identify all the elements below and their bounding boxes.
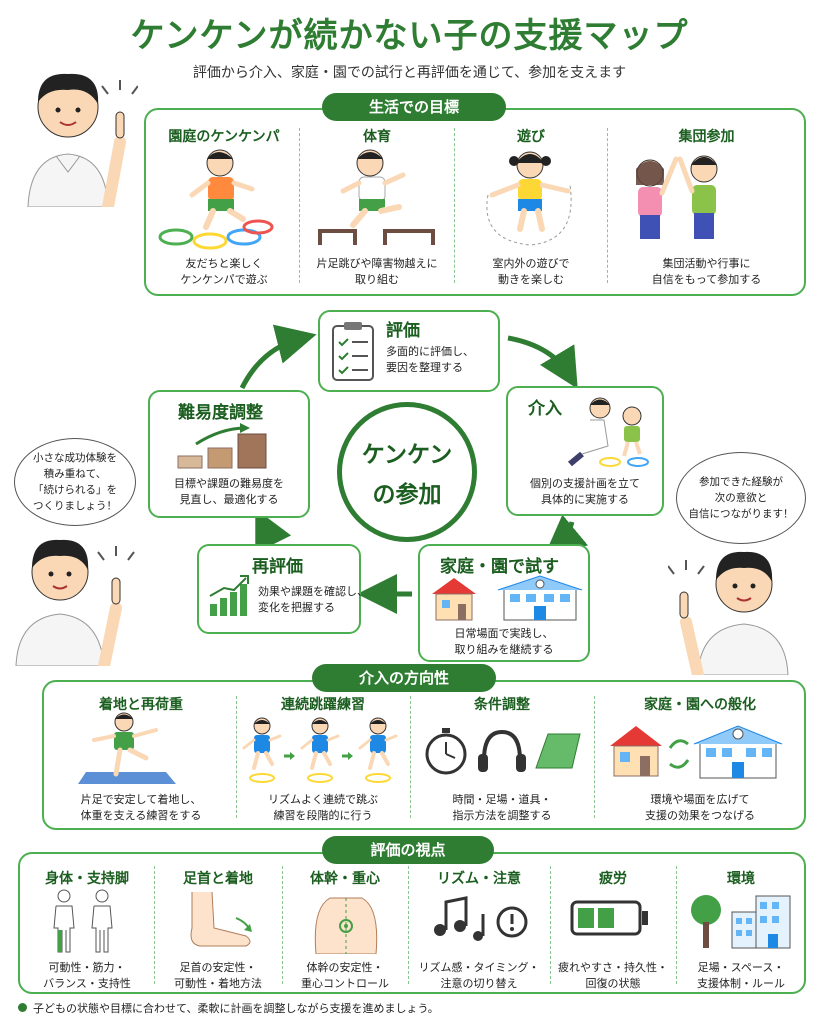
goal-desc: 友だちと楽しくケンケンパで遊ぶ (180, 257, 268, 286)
trial-title: 家庭・園で試す (440, 557, 559, 577)
divider (607, 128, 608, 283)
viewpoint-title: 身体・支持脚 (45, 871, 129, 887)
trunk-center-icon (314, 897, 378, 954)
divider (408, 866, 409, 984)
direction-title: 着地と再荷重 (99, 697, 183, 713)
play-jump-rope-icon (486, 151, 572, 246)
viewpoint-desc: 足首の安定性・可動性・着地方法 (174, 961, 262, 990)
goal-title: 集団参加 (678, 129, 735, 145)
speech-bubble-left: 小さな成功体験を積み重ねて、「続けられる」をつくりましょう！ (14, 438, 136, 526)
divider (550, 866, 551, 984)
kenkenpa-icon (158, 149, 274, 250)
rhythm-attention-icon (434, 896, 528, 941)
intervention-desc: 個別の支援計画を立て具体的に実施する (530, 477, 640, 506)
evaluation-desc: 多面的に評価し、要因を整理する (386, 345, 474, 374)
growth-chart-icon (209, 575, 249, 616)
adjustment-desc: 目標や課題の難易度を見直し、最適化する (174, 477, 284, 506)
cycle-center: ケンケン の参加 (337, 402, 477, 542)
goal-title: 遊び (517, 129, 545, 145)
goal-desc: 片足跳びや障害物越えに取り組む (316, 257, 438, 286)
evaluation-title: 評価 (386, 321, 420, 341)
viewpoints-panel (18, 852, 806, 994)
intervention-title: 介入 (528, 399, 562, 419)
divider (454, 128, 455, 283)
reevaluation-desc: 効果や課題を確認し、変化を把握する (258, 585, 368, 614)
direction-desc: 時間・足場・道具・指示方法を調整する (452, 793, 552, 822)
direction-title: 連続跳躍練習 (281, 697, 365, 713)
trial-desc: 日常場面で実践し、取り組みを継続する (454, 627, 554, 656)
directions-panel (42, 680, 806, 830)
viewpoint-desc: 体幹の安定性・重心コントロール (301, 961, 389, 990)
divider (299, 128, 300, 283)
divider (154, 866, 155, 984)
teacher-illustration-left (15, 539, 135, 666)
direction-desc: 片足で安定して着地し、体重を支える練習をする (80, 793, 202, 822)
teacher-illustration-right (668, 551, 789, 675)
viewpoint-title: リズム・注意 (437, 871, 521, 887)
goal-desc: 室内外の遊びで動きを楽しむ (492, 257, 570, 286)
direction-desc: 環境や場面を広げて支援の効果をつなげる (645, 793, 755, 822)
footer-note: 子どもの状態や目標に合わせて、柔軟に計画を調整しながら支援を進めましょう。 (18, 1000, 439, 1016)
consecutive-jump-icon (242, 716, 398, 784)
steps-blocks-icon (177, 423, 267, 469)
ankle-foot-icon (190, 891, 252, 947)
divider (282, 866, 283, 984)
speech-bubble-right: 参加できた経験が次の意欲と自信につながります！ (676, 452, 806, 544)
battery-icon (570, 900, 648, 936)
clipboard-checklist-icon (332, 322, 374, 381)
adjustment-title: 難易度調整 (178, 403, 263, 423)
landing-mat-icon (78, 712, 176, 784)
viewpoint-desc: 可動性・筋力・バランス・支持性 (43, 961, 131, 990)
home-school-generalization-icon (610, 725, 783, 779)
viewpoint-title: 体幹・重心 (310, 871, 380, 887)
page-title: ケンケンが続かない子の支援マップ (130, 16, 689, 56)
body-figures-icon (53, 889, 113, 953)
divider (594, 696, 595, 818)
goal-title: 体育 (363, 129, 391, 145)
viewpoint-desc: 足場・スペース・支援体制・ルール (697, 961, 785, 990)
direction-title: 家庭・園への般化 (644, 697, 756, 713)
direction-desc: リズムよく連続で跳ぶ練習を段階的に行う (268, 793, 378, 822)
divider (676, 866, 677, 984)
viewpoint-desc: リズム感・タイミング・注意の切り替え (418, 961, 540, 990)
viewpoints-heading: 評価の視点 (322, 836, 494, 864)
viewpoint-title: 足首と着地 (183, 871, 253, 887)
center-label-2: の参加 (372, 482, 442, 508)
direction-title: 条件調整 (474, 697, 530, 713)
page-subtitle: 評価から介入、家庭・園での試行と再評価を通じて、参加を支えます (192, 65, 627, 81)
pe-hurdle-icon (318, 149, 435, 245)
viewpoint-title: 環境 (727, 871, 755, 887)
directions-heading: 介入の方向性 (312, 664, 496, 692)
viewpoint-desc: 疲れやすさ・持久性・回復の状態 (558, 961, 668, 990)
viewpoint-title: 疲労 (599, 871, 627, 887)
goal-title: 園庭のケンケンパ (168, 129, 280, 145)
reevaluation-title: 再評価 (252, 557, 303, 577)
stopwatch-headphones-mat-icon (425, 728, 581, 775)
group-highfive-icon (636, 155, 718, 239)
teacher-illustration-top (27, 73, 138, 207)
home-school-icon (432, 575, 583, 621)
divider (410, 696, 411, 818)
bullet-icon (18, 1003, 27, 1012)
therapist-child-icon (567, 397, 649, 467)
goal-desc: 集団活動や行事に自信をもって参加する (651, 257, 762, 286)
divider (236, 696, 237, 818)
tree-building-icon (691, 895, 791, 949)
center-label-1: ケンケン (361, 442, 453, 468)
goals-heading: 生活での目標 (322, 93, 506, 121)
